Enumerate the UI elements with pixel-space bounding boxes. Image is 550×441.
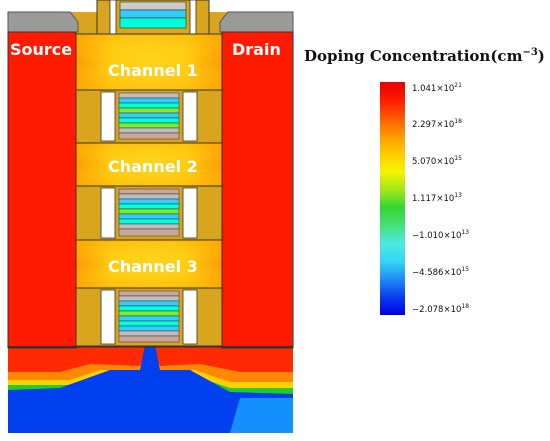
legend-title-close: )	[537, 47, 545, 65]
colorbar-tick: −2.078×1018	[412, 303, 470, 315]
top-layer-3	[119, 17, 187, 29]
legend-title: Doping Concentration(cm−3)	[304, 47, 545, 65]
colorbar-tick: 2.297×1018	[412, 118, 462, 130]
top-layer-2	[119, 9, 187, 19]
gate-stack-2	[75, 185, 223, 241]
top-spacer-left	[109, 0, 117, 35]
substrate-interface	[8, 346, 293, 348]
top-layer-1	[119, 1, 187, 11]
colorbar	[380, 82, 405, 315]
colorbar-tick: 5.070×1015	[412, 155, 462, 167]
channel-2-label: Channel 2	[108, 157, 198, 176]
colorbar-tick: 1.117×1013	[412, 192, 462, 204]
gate-stack-3	[75, 287, 223, 347]
channel-3-label: Channel 3	[108, 257, 198, 276]
colorbar-tick: 1.041×1021	[412, 82, 462, 94]
legend-title-text: Doping Concentration(cm	[304, 47, 523, 65]
gate-stack-1	[75, 89, 223, 144]
drain-cap	[219, 11, 294, 33]
source-region	[7, 31, 77, 349]
colorbar-tick: −1.010×1013	[412, 229, 470, 241]
device-cross-section	[7, 0, 294, 433]
top-spacer-right	[189, 0, 197, 35]
substrate-well	[8, 345, 293, 433]
drain-label: Drain	[232, 40, 281, 59]
substrate-light	[230, 398, 293, 433]
source-label: Source	[10, 40, 73, 59]
channel-1-label: Channel 1	[108, 61, 198, 80]
drain-region	[221, 31, 294, 349]
source-cap	[7, 11, 79, 33]
colorbar-tick: −4.586×1015	[412, 266, 470, 278]
legend-title-exponent: −3	[522, 47, 538, 58]
